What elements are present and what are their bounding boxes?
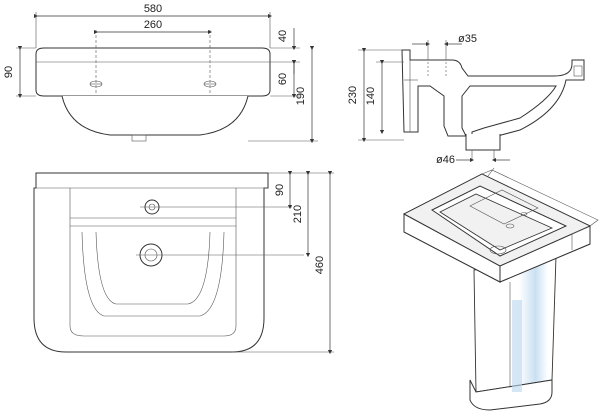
dim-190-label: 190 xyxy=(295,87,307,105)
isometric-view xyxy=(403,167,599,411)
dim-580-label: 580 xyxy=(144,3,162,15)
side-section-view xyxy=(401,49,585,160)
front-plan-view xyxy=(33,172,334,353)
dim-40-label: 40 xyxy=(277,30,289,42)
dim-60-label: 60 xyxy=(277,73,289,85)
top-view xyxy=(35,30,271,142)
dim-460-label: 460 xyxy=(314,256,326,274)
dim-140-label: 140 xyxy=(365,87,377,105)
dim-210-label: 210 xyxy=(292,205,304,223)
dim-d35-label: ø35 xyxy=(458,33,477,45)
dim-230-label: 230 xyxy=(347,86,359,104)
dim-260-label: 260 xyxy=(144,19,162,31)
front-view-dimensions: 90 210 460 xyxy=(274,170,333,355)
dim-d46-label: ø46 xyxy=(436,154,455,166)
dim-90-left-label: 90 xyxy=(3,66,15,78)
dim-90-front-label: 90 xyxy=(274,184,286,196)
top-view-dimensions: 580 260 90 40 60 190 xyxy=(3,3,318,144)
side-view-dimensions: ø35 230 140 ø46 xyxy=(347,33,510,166)
